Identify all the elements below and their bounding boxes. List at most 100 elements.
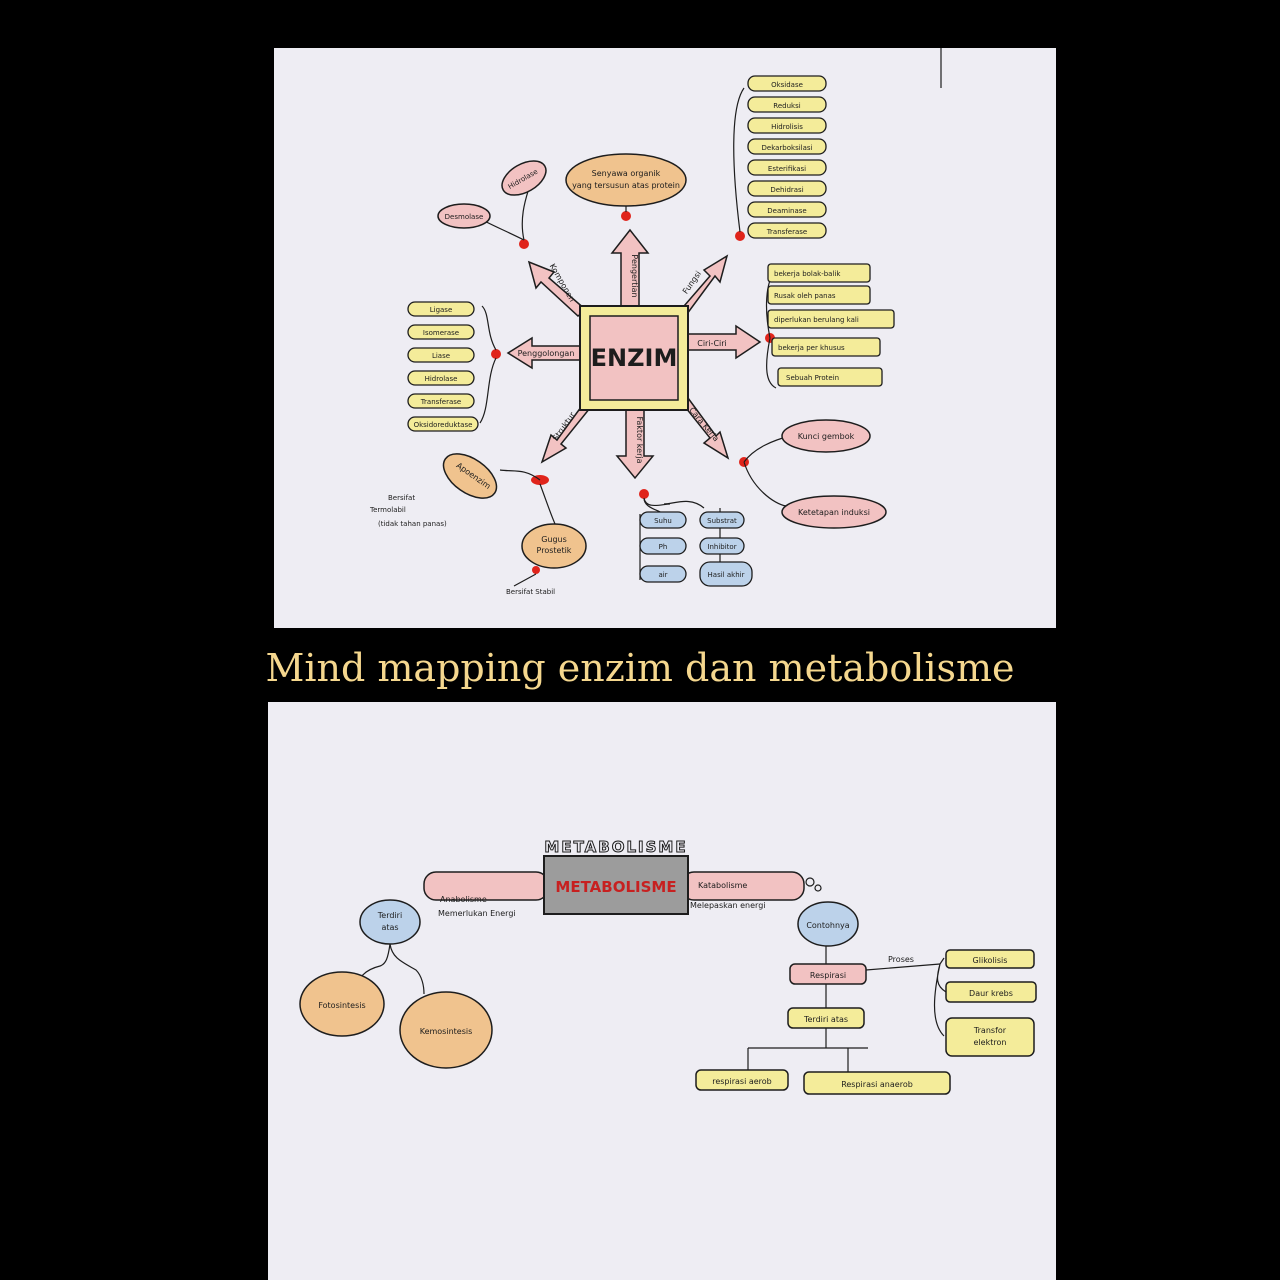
- fungsi-box-3: [747, 117, 827, 134]
- branch-label-faktor: Faktor kerja: [635, 417, 644, 464]
- arrow-cara-kerja: [680, 396, 730, 460]
- cara-kerja-item-2: Ketetapan induksi: [798, 508, 870, 517]
- cara-kerja-item-1: Kunci gembok: [798, 432, 855, 441]
- golongan-box-5: [407, 393, 475, 409]
- fotosintesis-label: Fotosintesis: [318, 1001, 365, 1010]
- dot-gugus: [532, 566, 540, 574]
- box-respirasi-anaerob: [803, 1071, 951, 1095]
- metabolisme-center-label: METABOLISME: [555, 878, 676, 896]
- gugus-line-2: Prostetik: [537, 546, 572, 555]
- fungsi-box-8: [747, 222, 827, 239]
- terdiri-line-1: Terdiri: [377, 911, 402, 920]
- cloud-kemosintesis: [399, 991, 493, 1069]
- ciri-item-1: bekerja bolak-balik: [774, 270, 841, 278]
- gugus-line-1: Gugus: [541, 535, 567, 544]
- golongan-box-4: [407, 370, 475, 386]
- arrow-ciri: [687, 324, 762, 360]
- cloud-definition: [565, 153, 687, 207]
- faktor-box-1: [639, 511, 687, 529]
- fungsi-item-3: Hidrolisis: [771, 123, 803, 131]
- box-transfor-elektron: [945, 1017, 1035, 1057]
- fungsi-box-2: [747, 96, 827, 113]
- fungsi-item-5: Esterifikasi: [768, 165, 806, 173]
- faktor-item-3: Ph: [659, 543, 668, 551]
- metabolisme-title: METABOLISME: [544, 838, 687, 856]
- anabolisme-label: Anabolisme: [440, 895, 487, 904]
- dot-penggolongan: [491, 349, 501, 359]
- golongan-item-1: Ligase: [430, 306, 453, 314]
- faktor-item-5: air: [658, 571, 667, 579]
- arrow-faktor: [615, 409, 655, 480]
- terdiri-atas-2-label: Terdiri atas: [803, 1015, 848, 1024]
- fungsi-box-1: [747, 75, 827, 92]
- apo-note-3: (tidak tahan panas): [378, 520, 447, 528]
- anabolisme-desc: Memerlukan Energi: [438, 909, 516, 918]
- fungsi-item-7: Deaminase: [767, 207, 806, 215]
- golongan-item-5: Transferase: [420, 398, 461, 406]
- cloud-ketetapan-induksi: [781, 495, 887, 529]
- caption: Mind mapping enzim dan metabolisme: [265, 646, 1015, 690]
- golongan-item-4: Hidrolase: [425, 375, 458, 383]
- fungsi-item-4: Dekarboksilasi: [762, 144, 813, 152]
- fungsi-item-8: Transferase: [766, 228, 807, 236]
- ciri-box-5: [777, 367, 883, 387]
- faktor-box-2: [699, 511, 745, 529]
- faktor-box-5: [639, 565, 687, 583]
- branch-label-ciri: Ciri-Ciri: [697, 339, 727, 348]
- definition-line-1: Senyawa organik: [592, 169, 661, 178]
- metabolisme-mindmap: METABOLISME METABOLISME Anabolisme Memer…: [299, 838, 1037, 1095]
- dot-komponen: [519, 239, 529, 249]
- cloud-fotosintesis: [299, 971, 385, 1037]
- fungsi-box-4: [747, 138, 827, 155]
- ciri-item-4: bekerja per khusus: [778, 344, 845, 352]
- proses-item-3: Transfor: [973, 1026, 1007, 1035]
- arrow-komponen: [527, 260, 588, 317]
- box-respirasi-aerob: [695, 1069, 789, 1091]
- ciri-item-2: Rusak oleh panas: [774, 292, 836, 300]
- branch-label-pengertian: Pengertian: [630, 254, 639, 297]
- cloud-terdiri-atas: [359, 899, 421, 945]
- box-respirasi: [789, 963, 867, 985]
- enzim-mindmap-paper: ENZIM Pengertian Fungsi Ciri-Ciri Cara K…: [274, 48, 1056, 628]
- center-title: ENZIM: [591, 344, 678, 372]
- fungsi-box-7: [747, 201, 827, 218]
- ciri-item-3: diperlukan berulang kali: [774, 316, 859, 324]
- contohnya-label: Contohnya: [806, 921, 849, 930]
- proses-item-2: Daur krebs: [969, 989, 1013, 998]
- proses-item-1: Glikolisis: [973, 956, 1008, 965]
- katabolisme-desc: Melepaskan energi: [690, 901, 766, 910]
- golongan-item-3: Liase: [432, 352, 450, 360]
- golongan-box-1: [407, 301, 475, 317]
- golongan-box-3: [407, 347, 475, 363]
- branch-label-cara-kerja: Cara Kerja: [687, 406, 721, 444]
- fungsi-item-6: Dehidrasi: [770, 186, 803, 194]
- faktor-box-4: [699, 537, 745, 555]
- ciri-item-5: Sebuah Protein: [786, 374, 839, 382]
- faktor-item-2: Substrat: [707, 517, 737, 525]
- golongan-item-6: Oksidoreduktase: [414, 421, 473, 429]
- center-box-inner: [589, 315, 679, 401]
- fungsi-item-1: Oksidase: [771, 81, 803, 89]
- cloud-apoenzim: [442, 453, 498, 499]
- dot-fungsi: [735, 231, 745, 241]
- faktor-box-6: [699, 561, 753, 587]
- apo-note-1: Bersifat: [388, 494, 415, 502]
- cloud-hidrolase: [501, 160, 547, 196]
- ciri-box-3: [767, 309, 895, 329]
- arrow-fungsi: [676, 254, 729, 320]
- cloud-gugus-prostetik: [521, 523, 587, 569]
- ciri-box-4: [771, 337, 881, 357]
- definition-line-2: yang tersusun atas protein: [572, 181, 680, 190]
- golongan-box-6: [407, 416, 479, 432]
- ciri-box-2: [767, 285, 871, 305]
- katabolisme-label: Katabolisme: [698, 881, 747, 890]
- fungsi-box-5: [747, 159, 827, 176]
- cloud-contohnya: [797, 901, 859, 947]
- faktor-item-4: Inhibitor: [707, 543, 736, 551]
- branch-label-penggolongan: Penggolongan: [518, 349, 575, 358]
- respirasi-label: Respirasi: [810, 971, 846, 980]
- ciri-box-1: [767, 263, 871, 283]
- box-daur-krebs: [945, 981, 1037, 1003]
- cloud-desmolase: [437, 203, 491, 229]
- proses-label: Proses: [888, 955, 914, 964]
